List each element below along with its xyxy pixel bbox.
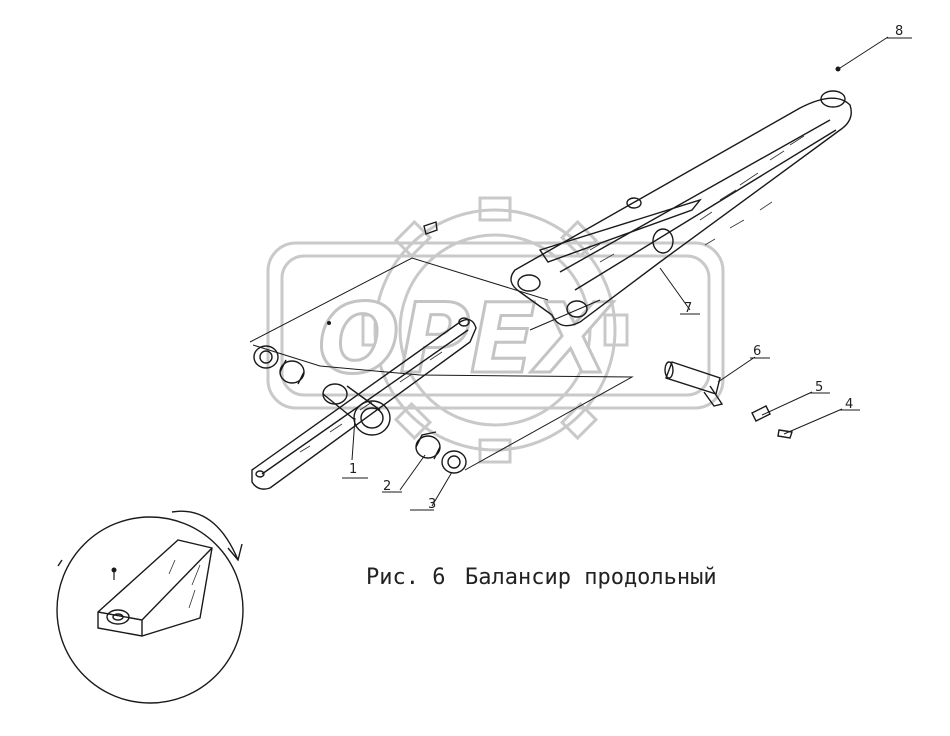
callout-7: 7 <box>684 301 692 316</box>
watermark-frame <box>266 241 725 410</box>
callout-4: 4 <box>845 397 853 412</box>
watermark: OPEX <box>266 196 725 464</box>
caption-number: Рис. 6 <box>366 565 445 590</box>
callout-labels: 1 2 3 4 5 6 7 8 <box>349 24 903 512</box>
callout-2: 2 <box>383 479 391 494</box>
callout-5: 5 <box>815 380 823 395</box>
figure-caption: Рис. 6 Балансир продольный <box>366 565 717 590</box>
callout-1: 1 <box>349 462 357 477</box>
part-2-bushing <box>279 359 441 460</box>
leader-lines <box>342 36 912 511</box>
detail-block <box>97 539 213 637</box>
part-6-axle-pin <box>664 361 724 407</box>
part-1-balancer-arm <box>251 317 477 490</box>
part-5-fastener <box>751 405 771 422</box>
part-3-washer <box>253 345 467 474</box>
watermark-gear-icon <box>361 196 629 464</box>
callout-8: 8 <box>895 24 903 39</box>
callout-6: 6 <box>753 344 761 359</box>
part-7-main-arm <box>510 90 852 327</box>
detail-screw-icon <box>111 567 117 580</box>
caption-title: Балансир продольный <box>465 565 717 590</box>
callout-3: 3 <box>428 497 436 512</box>
small-clip <box>327 221 438 325</box>
part-4-pin <box>777 429 793 439</box>
exploded-guides <box>249 257 634 471</box>
part-8-grease-fitting <box>835 66 841 72</box>
detail-view <box>56 510 244 704</box>
watermark-text: OPEX <box>318 283 614 395</box>
